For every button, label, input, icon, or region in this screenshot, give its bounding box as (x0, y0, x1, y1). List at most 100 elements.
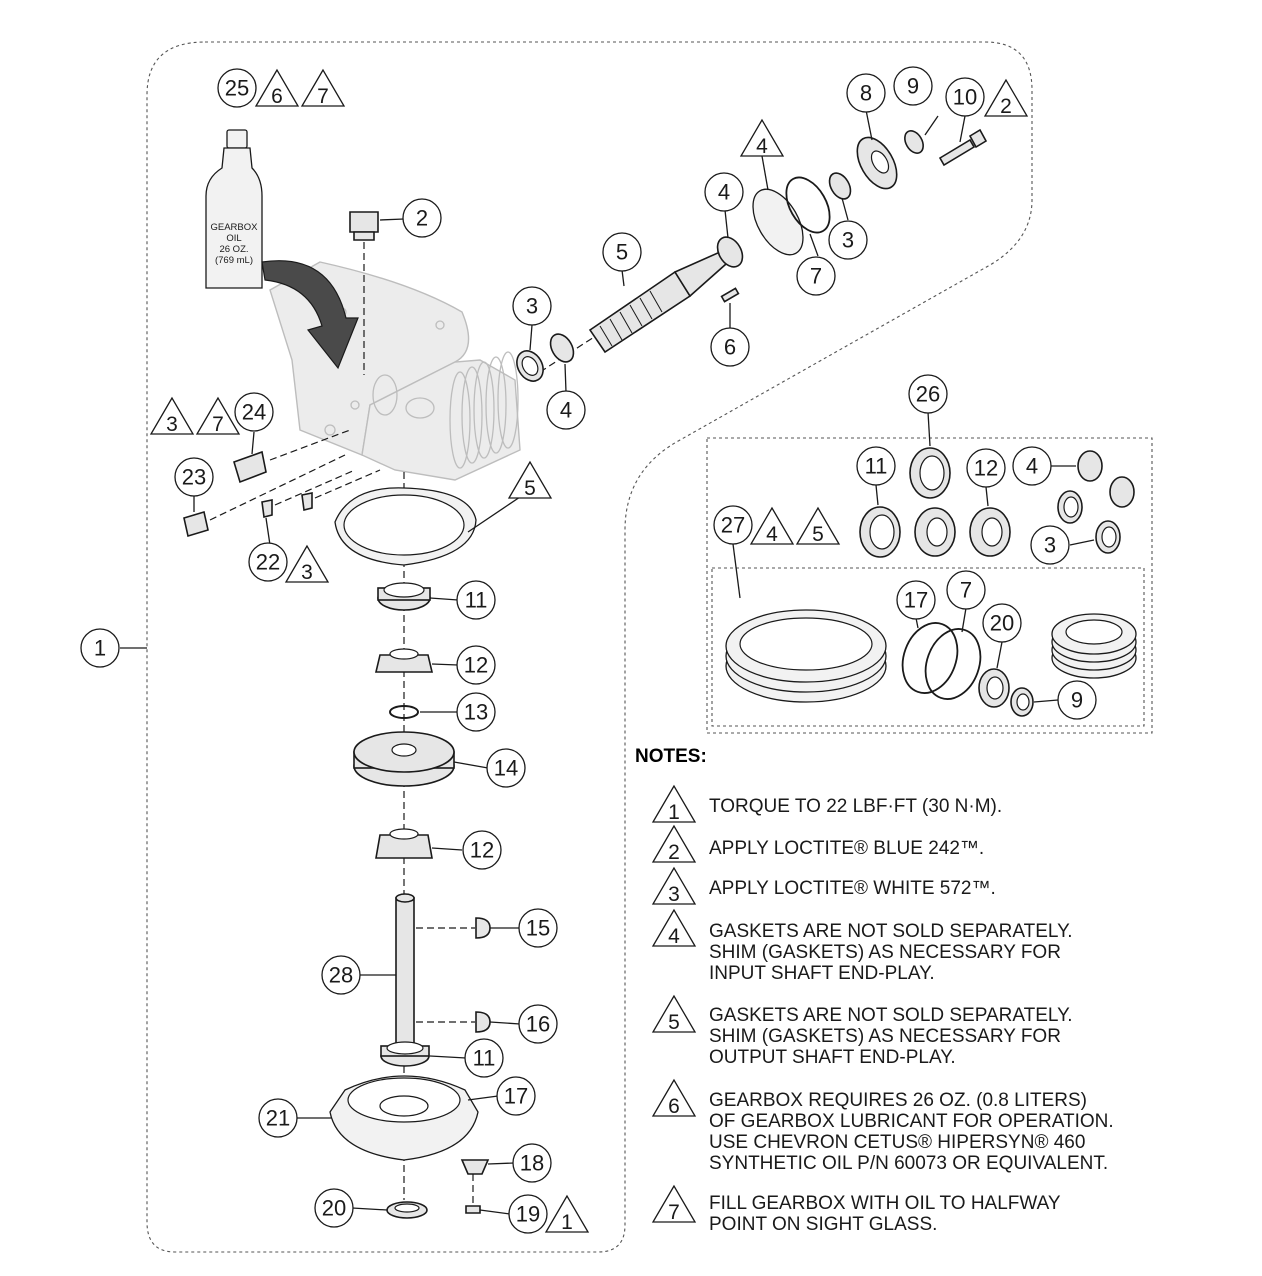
callout-12-lower: 12 (462, 830, 502, 870)
callout-19: 19 (508, 1194, 548, 1234)
callout-2: 2 (402, 198, 442, 238)
callouts: 1 2 25 8 9 10 4 5 7 3 3 6 4 24 23 22 11 … (80, 66, 1097, 1234)
callout-28: 28 (321, 955, 361, 995)
flag-3-screws: 3 (284, 544, 330, 584)
svg-text:10: 10 (953, 85, 977, 110)
svg-text:1: 1 (94, 636, 106, 661)
flag-7-plug: 7 (195, 396, 241, 436)
callout-16: 16 (518, 1004, 558, 1044)
callout-17-kit: 17 (896, 580, 936, 620)
svg-text:3: 3 (668, 883, 680, 906)
svg-text:26: 26 (916, 382, 940, 407)
svg-text:12: 12 (470, 838, 494, 863)
svg-text:2: 2 (668, 841, 680, 864)
flag-7-bottle: 7 (300, 68, 346, 108)
callout-8: 8 (846, 73, 886, 113)
svg-text:18: 18 (520, 1151, 544, 1176)
svg-text:20: 20 (990, 611, 1014, 636)
callout-12-kit: 12 (966, 448, 1006, 488)
kit-parts (725, 447, 1137, 717)
svg-text:SYNTHETIC OIL P/N 60073 OR EQU: SYNTHETIC OIL P/N 60073 OR EQUIVALENT. (709, 1153, 1108, 1174)
svg-text:3: 3 (842, 228, 854, 253)
callout-12-upper: 12 (456, 645, 496, 685)
svg-text:22: 22 (256, 550, 280, 575)
svg-text:INPUT SHAFT END-PLAY.: INPUT SHAFT END-PLAY. (709, 963, 935, 984)
svg-text:1: 1 (561, 1211, 573, 1234)
flag-5-kit: 5 (795, 506, 841, 546)
note-1: 1 TORQUE TO 22 LBF·FT (30 N·M). (651, 784, 1002, 824)
callout-20: 20 (314, 1188, 354, 1228)
svg-text:8: 8 (860, 81, 872, 106)
svg-text:3: 3 (166, 413, 178, 436)
svg-text:6: 6 (668, 1095, 680, 1118)
svg-text:1: 1 (668, 801, 680, 824)
svg-text:27: 27 (721, 513, 745, 538)
svg-text:23: 23 (182, 465, 206, 490)
flag-4-kit: 4 (749, 506, 795, 546)
flag-3-plug: 3 (149, 396, 195, 436)
callout-20-kit: 20 (982, 603, 1022, 643)
leader-lines (193, 109, 1095, 1215)
svg-text:11: 11 (465, 588, 488, 613)
callout-11-upper: 11 (456, 580, 496, 620)
note-7: 7 FILL GEARBOX WITH OIL TO HALFWAY POINT… (651, 1184, 1061, 1235)
svg-text:21: 21 (266, 1106, 290, 1131)
bottle-label-line-4: (769 mL) (215, 255, 253, 266)
callout-9-kit: 9 (1057, 680, 1097, 720)
svg-text:4: 4 (1026, 454, 1038, 479)
flag-2-bolt: 2 (983, 78, 1029, 118)
callout-10: 10 (945, 77, 985, 117)
callout-7-kit: 7 (946, 570, 986, 610)
fill-plug (349, 211, 379, 375)
notes-section: NOTES: 1 TORQUE TO 22 LBF·FT (30 N·M). 2… (635, 746, 1114, 1235)
svg-text:GASKETS ARE NOT SOLD SEPARATEL: GASKETS ARE NOT SOLD SEPARATELY. (709, 921, 1073, 942)
callout-22: 22 (248, 542, 288, 582)
svg-text:16: 16 (526, 1012, 550, 1037)
callout-3-right: 3 (828, 220, 868, 260)
note-3: 3 APPLY LOCTITE® WHITE 572™. (651, 866, 996, 906)
svg-text:7: 7 (668, 1201, 680, 1224)
svg-text:14: 14 (494, 756, 518, 781)
svg-text:11: 11 (473, 1046, 496, 1071)
svg-text:12: 12 (464, 653, 488, 678)
callout-23: 23 (174, 457, 214, 497)
callout-25: 25 (217, 68, 257, 108)
svg-text:9: 9 (907, 74, 919, 99)
svg-text:20: 20 (322, 1196, 346, 1221)
svg-text:SHIM (GASKETS) AS NECESSARY FO: SHIM (GASKETS) AS NECESSARY FOR (709, 942, 1061, 963)
bottle-label-line-1: GEARBOX (211, 222, 259, 233)
svg-text:7: 7 (960, 578, 972, 603)
callout-17: 17 (496, 1076, 536, 1116)
svg-text:4: 4 (756, 135, 768, 158)
svg-text:OF GEARBOX LUBRICANT FOR OPERA: OF GEARBOX LUBRICANT FOR OPERATION. (709, 1111, 1114, 1132)
svg-text:USE CHEVRON CETUS® HIPERSYN® 4: USE CHEVRON CETUS® HIPERSYN® 460 (709, 1132, 1085, 1153)
callout-6: 6 (710, 327, 750, 367)
note-4: 4 GASKETS ARE NOT SOLD SEPARATELY. SHIM … (651, 908, 1073, 984)
callout-5: 5 (602, 232, 642, 272)
svg-text:4: 4 (560, 398, 572, 423)
svg-text:4: 4 (766, 523, 778, 546)
assembly-boundary (146, 41, 1033, 1253)
note-6: 6 GEARBOX REQUIRES 26 OZ. (0.8 LITERS) O… (651, 1078, 1114, 1174)
svg-text:APPLY LOCTITE® BLUE 242™.: APPLY LOCTITE® BLUE 242™. (709, 838, 984, 859)
svg-text:2: 2 (1000, 95, 1012, 118)
side-plugs (183, 429, 381, 538)
input-shaft-parts (516, 128, 988, 382)
svg-text:17: 17 (504, 1084, 528, 1109)
svg-text:13: 13 (464, 700, 488, 725)
callout-11-lower: 11 (464, 1038, 504, 1078)
svg-text:11: 11 (865, 454, 888, 479)
flag-4-gasket: 4 (739, 118, 785, 158)
svg-text:7: 7 (212, 413, 224, 436)
svg-text:SHIM (GASKETS) AS NECESSARY FO: SHIM (GASKETS) AS NECESSARY FOR (709, 1026, 1061, 1047)
oil-bottle: GEARBOX OIL 26 OZ. (769 mL) (205, 129, 263, 289)
svg-text:3: 3 (526, 294, 538, 319)
notes-title: NOTES: (635, 746, 707, 767)
svg-text:TORQUE TO 22 LBF·FT (30 N·M).: TORQUE TO 22 LBF·FT (30 N·M). (709, 796, 1002, 817)
svg-text:3: 3 (301, 561, 313, 584)
callout-3-left: 3 (512, 286, 552, 326)
flag-1-screw: 1 (544, 1194, 590, 1234)
callout-9-top: 9 (893, 66, 933, 106)
svg-text:7: 7 (810, 264, 822, 289)
